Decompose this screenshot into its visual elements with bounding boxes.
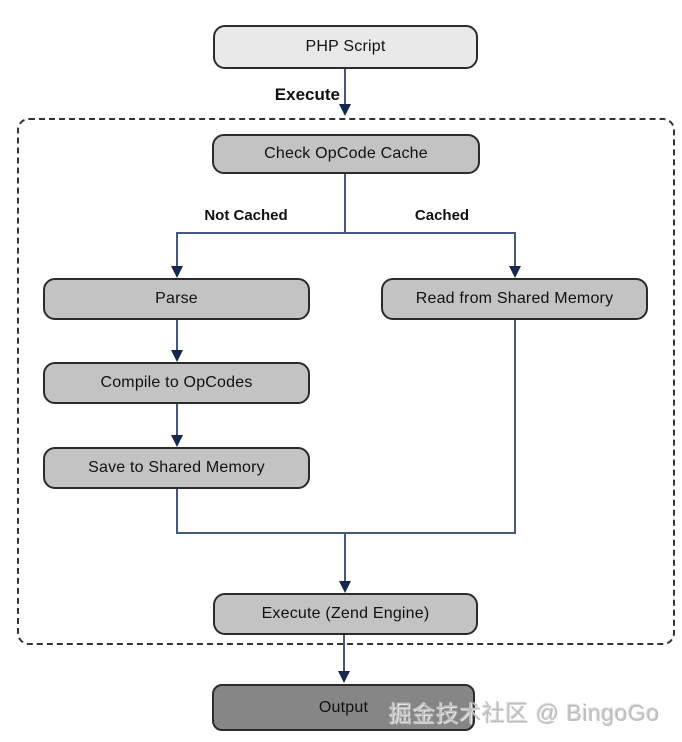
- connector-check-down: [344, 174, 346, 234]
- node-parse-label: Parse: [155, 290, 198, 307]
- connector-branch-right: [514, 232, 516, 268]
- node-save-to-shared-memory: Save to Shared Memory: [43, 447, 310, 489]
- node-php-script-label: PHP Script: [305, 38, 386, 55]
- connector-compile-to-save: [176, 404, 178, 436]
- node-compile-to-opcodes-label: Compile to OpCodes: [100, 374, 253, 391]
- arrowhead-to-execute-zend: [339, 581, 351, 593]
- connector-merge-to-execute: [344, 532, 346, 582]
- connector-read-down: [514, 320, 516, 534]
- arrowhead-to-save-shared: [171, 435, 183, 447]
- edge-label-cached: Cached: [414, 207, 470, 224]
- connector-branch-horizontal: [176, 232, 516, 234]
- connector-save-down: [176, 489, 178, 534]
- node-read-from-shared-memory: Read from Shared Memory: [381, 278, 648, 320]
- node-compile-to-opcodes: Compile to OpCodes: [43, 362, 310, 404]
- arrowhead-php-to-check: [339, 104, 351, 116]
- node-check-opcode-cache-label: Check OpCode Cache: [264, 145, 428, 162]
- arrowhead-to-output: [338, 671, 350, 683]
- arrowhead-to-read-shared: [509, 266, 521, 278]
- node-save-to-shared-memory-label: Save to Shared Memory: [88, 459, 265, 476]
- node-check-opcode-cache: Check OpCode Cache: [212, 134, 480, 174]
- connector-execute-to-output: [343, 635, 345, 672]
- node-read-from-shared-memory-label: Read from Shared Memory: [415, 290, 614, 307]
- arrowhead-to-parse: [171, 266, 183, 278]
- node-output: Output: [212, 684, 475, 731]
- watermark-text: 掘金技术社区 @ BingoGo: [388, 700, 660, 726]
- edge-label-not-cached: Not Cached: [204, 207, 288, 224]
- connector-parse-to-compile: [176, 320, 178, 352]
- node-output-label: Output: [318, 698, 369, 716]
- node-execute-zend-engine: Execute (Zend Engine): [213, 593, 478, 635]
- connector-php-to-check: [344, 69, 346, 105]
- opcode-cache-boundary: [17, 118, 675, 645]
- connector-branch-left: [176, 232, 178, 268]
- arrowhead-to-compile: [171, 350, 183, 362]
- edge-label-execute: Execute: [274, 85, 340, 104]
- node-php-script: PHP Script: [213, 25, 478, 69]
- node-parse: Parse: [43, 278, 310, 320]
- connector-merge-horizontal: [176, 532, 516, 534]
- node-execute-zend-engine-label: Execute (Zend Engine): [261, 605, 430, 622]
